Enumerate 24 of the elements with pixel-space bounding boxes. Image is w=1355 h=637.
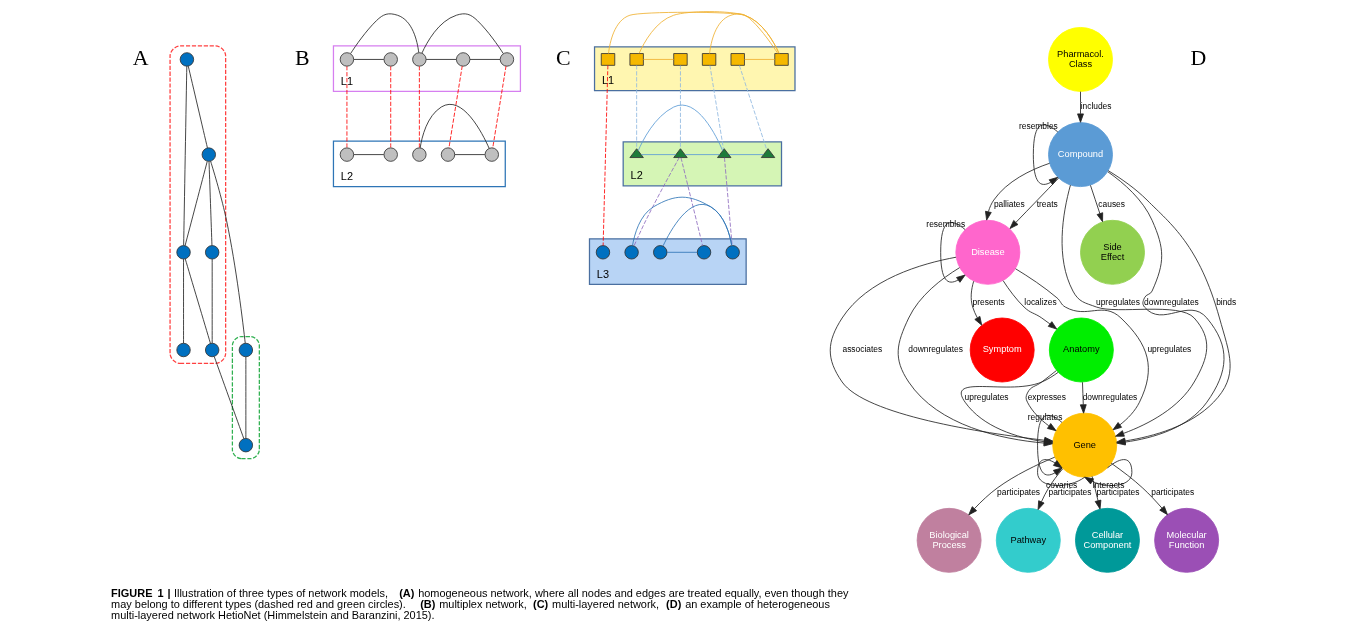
edge-label: upregulates [964, 391, 1009, 402]
edge-label: participates [1151, 486, 1195, 497]
edge-label: resembles [926, 219, 966, 230]
caption: FIGURE 1 | Illustration of three types of network models, (A) homogeneous network, where all nodes and edges are treated equally, even though they may belong to different types (dashed red and green circles). (B) multiplex network, (C) multi-layered network, (D) an example of heterogeneous multi-layered network HetioNet (Himmelstein and Baranzini, 2015). [111, 587, 849, 622]
edge-label: presents [972, 296, 1005, 307]
edge-label: causes [1098, 198, 1125, 209]
edge-label: expresses [1027, 391, 1066, 402]
edge-label: localizes [1024, 296, 1057, 307]
edge-label: downregulates [1144, 296, 1199, 307]
label: B [294, 44, 310, 70]
edge-label: associates [842, 344, 883, 355]
edge-label: includes [1080, 101, 1112, 112]
edge-label: participates [997, 486, 1041, 497]
edge-label: upregulates [1147, 344, 1192, 355]
edge-label: upregulates [1096, 296, 1140, 307]
edge-label: downregulates [908, 344, 963, 355]
label: D [1190, 44, 1207, 70]
edge-label: downregulates [1082, 391, 1138, 402]
label: C [556, 44, 571, 70]
edge-label: regulates [1027, 411, 1063, 422]
edge-label: treats [1036, 198, 1058, 209]
label: A [132, 44, 149, 70]
edge-label: binds [1216, 296, 1237, 307]
edge-label: palliates [993, 198, 1025, 209]
